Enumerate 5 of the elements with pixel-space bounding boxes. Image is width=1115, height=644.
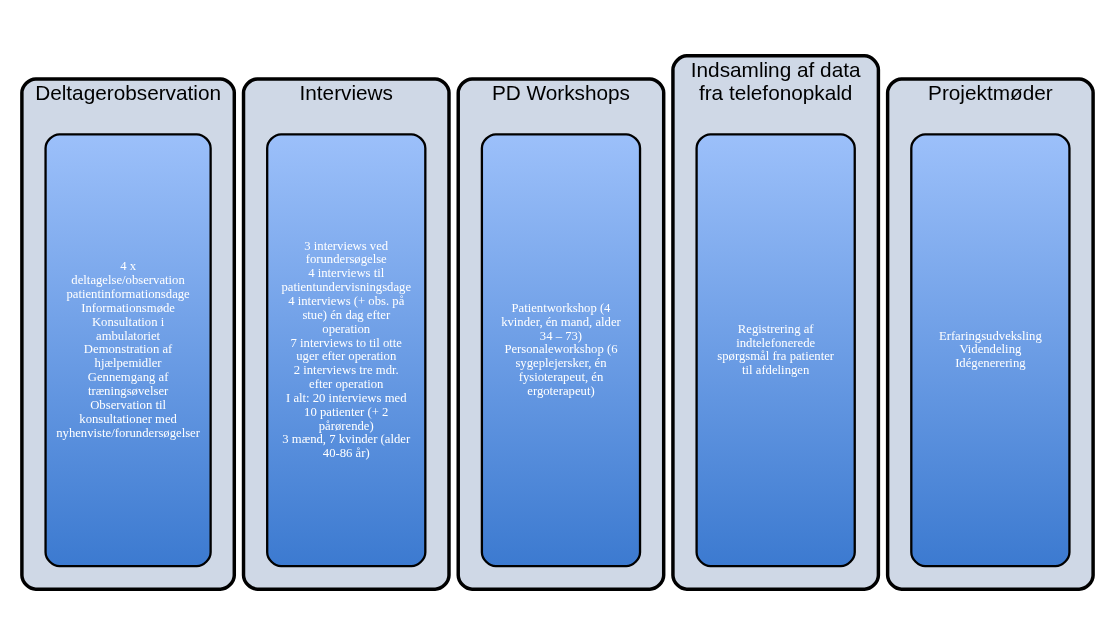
node-box: 4 x deltagelse/observation patientinformationsdage Informationsmøde Konsultation i ambulatoriet Demonstration af hjælpemidler Gennemgang af træningsøvelser Observation til konsultationer med nyhenviste/forundersøgelser xyxy=(44,132,212,567)
node-box: 3 interviews ved forundersøgelse 4 interviews til patientundervisningsdage 4 interviews (+ obs. på stue) én dag efter operation 7 interviews to til otte uger efter operation 2 interviews tre mdr. efter operation I alt: 20 interviews med 10 patienter (+ 2 pårørende) 3 mænd, 7 kvinder (alder 40-86 år) xyxy=(266,132,427,567)
node-box: Registrering af indtelefonerede spørgsmål fra patienter til afdelingen xyxy=(695,132,856,567)
node-box: Erfaringsudveksling Videndeling Idégenerering xyxy=(910,132,1071,567)
node-box: Patientworkshop (4 kvinder, én mand, alder 34 – 73) Personaleworkshop (6 sygeplejersker, én fysioterapeut, én ergoterapeut) xyxy=(480,132,642,567)
